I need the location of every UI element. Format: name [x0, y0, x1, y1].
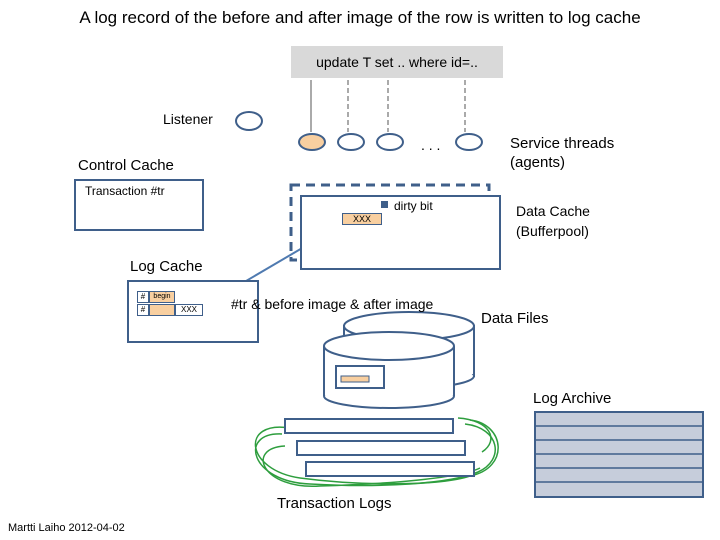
dirty-bit-marker	[381, 201, 388, 208]
listener-label: Listener	[163, 111, 213, 127]
log-entry-1-id: #	[137, 291, 149, 303]
transaction-log-bar-1	[284, 418, 454, 434]
control-cache-box: Transaction #tr	[74, 179, 204, 231]
service-thread-3	[376, 133, 404, 151]
service-thread-active	[298, 133, 326, 151]
transaction-logs-label: Transaction Logs	[277, 495, 392, 512]
slide-title: A log record of the before and after ima…	[79, 8, 641, 27]
log-entry-2-before	[149, 304, 175, 316]
log-entry-2-after: XXX	[175, 304, 203, 316]
service-thread-ellipsis: . . .	[421, 137, 441, 153]
sql-statement-box: update T set .. where id=..	[291, 46, 503, 78]
log-archive-label: Log Archive	[533, 390, 612, 407]
log-record-label: #tr & before image & after image	[231, 296, 434, 312]
data-files-label: Data Files	[481, 310, 549, 327]
transaction-label: Transaction #tr	[85, 184, 165, 198]
listener-ellipse	[235, 111, 263, 131]
log-entry-2-id: #	[137, 304, 149, 316]
control-cache-label: Control Cache	[78, 157, 174, 174]
dirty-bit-label: dirty bit	[394, 199, 433, 213]
service-thread-2	[337, 133, 365, 151]
data-cache-label: Data Cache (Bufferpool)	[516, 203, 590, 239]
service-thread-4	[455, 133, 483, 151]
transaction-log-bar-2	[296, 440, 466, 456]
data-cache-outer-frame	[289, 183, 491, 262]
data-file-page-row	[340, 375, 370, 383]
log-cache-label: Log Cache	[130, 258, 203, 275]
data-cache-row: XXX	[342, 213, 382, 225]
data-cache-page	[300, 195, 501, 270]
service-threads-label: Service threads (agents)	[510, 135, 615, 171]
transaction-log-bar-3	[305, 461, 475, 477]
log-entry-1-text: begin	[149, 291, 175, 303]
author-footer: Martti Laiho 2012-04-02	[8, 522, 125, 534]
